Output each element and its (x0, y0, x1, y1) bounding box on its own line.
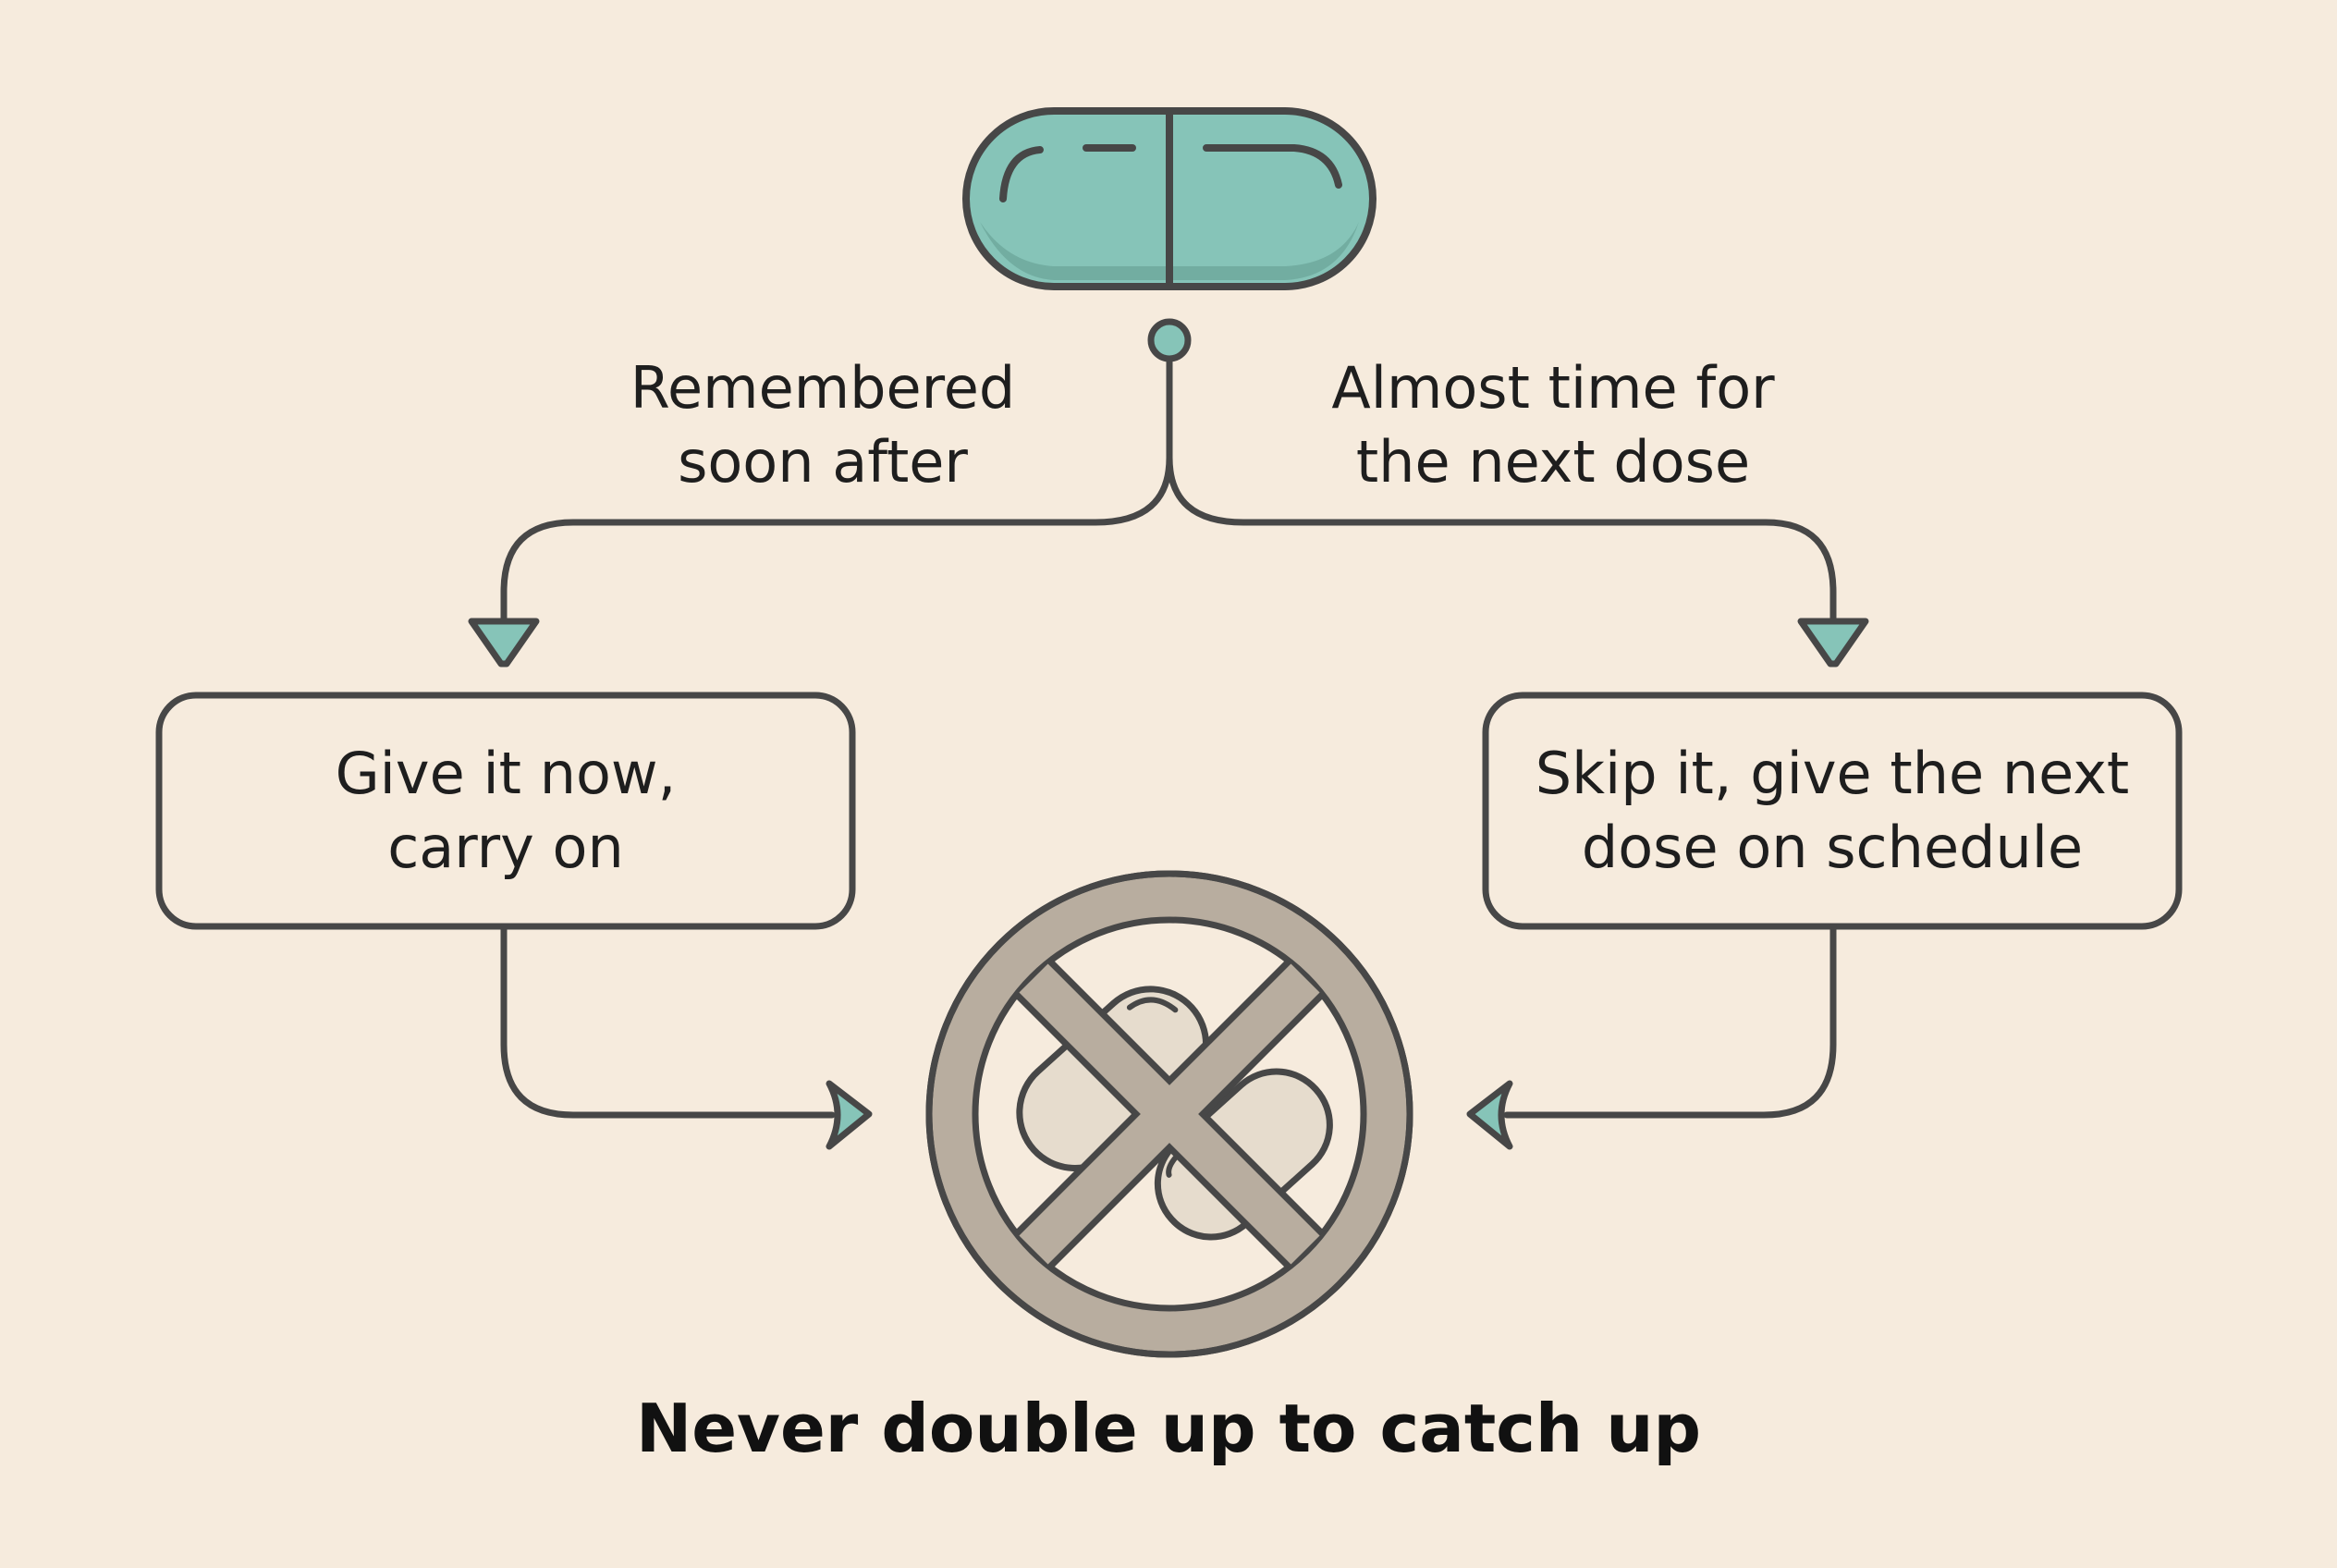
box-connectors (500, 923, 1837, 1119)
box-left-text: Give it now, carry on (335, 740, 677, 881)
branch-left-label: Remembered soon after (630, 354, 1016, 496)
arrow-right-icon (826, 1080, 873, 1150)
branch-right-label: Almost time for the next dose (1331, 354, 1775, 496)
footer-warning: Never double up to catch up (635, 1390, 1702, 1467)
branch-connectors (500, 355, 1837, 625)
pill-capsule-icon (962, 107, 1377, 290)
start-node (1147, 318, 1192, 362)
arrow-down-right-icon (1797, 618, 1869, 668)
arrow-down-left-icon (468, 618, 540, 668)
arrow-left-icon (1466, 1080, 1513, 1150)
box-right-text: Skip it, give the next dose on schedule (1535, 740, 2130, 881)
no-double-dose-icon (925, 870, 1413, 1358)
